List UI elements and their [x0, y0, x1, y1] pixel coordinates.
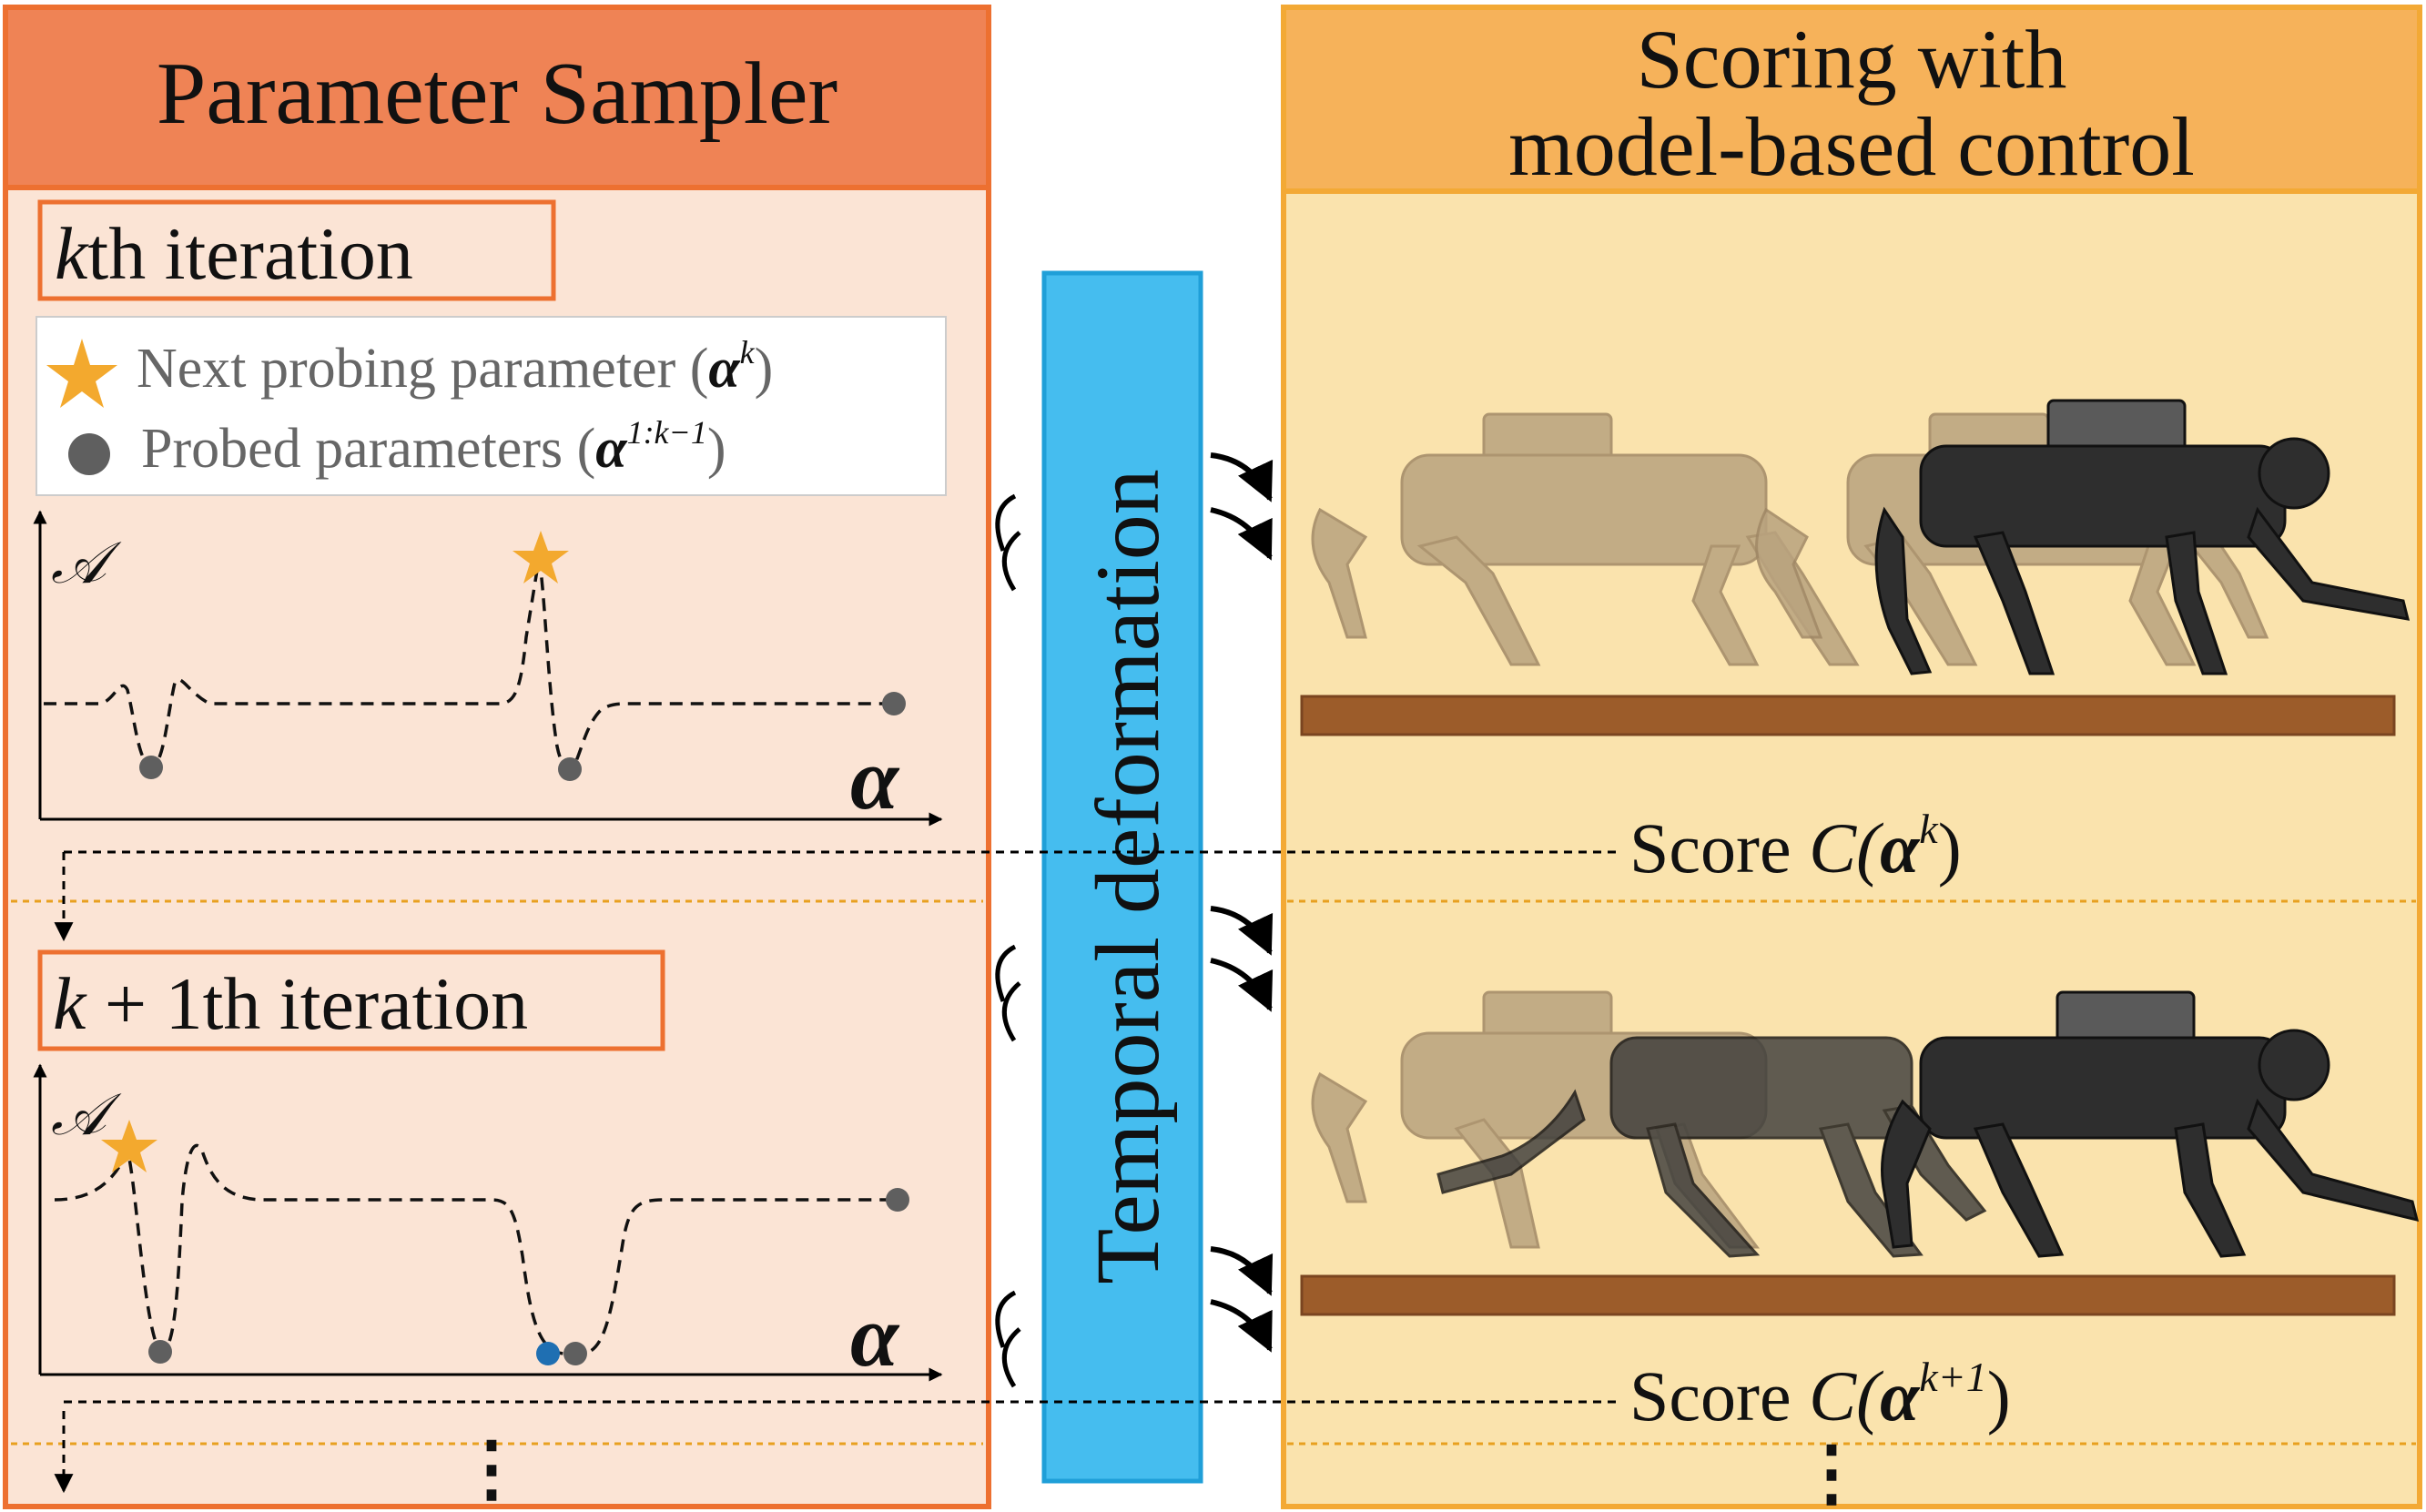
- outgoing-arrow-3a: [1210, 1246, 1274, 1296]
- outgoing-arrow-1a: [1210, 452, 1274, 502]
- incoming-arc-3a: [995, 1290, 1017, 1348]
- right-panel-title-line1: Scoring with: [1637, 13, 2067, 106]
- plot-k-x-label: α: [850, 730, 900, 827]
- right-panel-title-line2: model-based control: [1508, 100, 2195, 193]
- left-panel-body: [3, 5, 991, 1509]
- iteration-k1-label: k + 1th iteration: [53, 962, 528, 1045]
- ground-k1: [1300, 1274, 2396, 1316]
- probed-point-k-1: [139, 756, 163, 779]
- robot-dark-k: [1874, 399, 2411, 675]
- robot-dark-k1-b: [1881, 990, 2420, 1258]
- probed-point-k-2: [558, 757, 582, 781]
- scoring-panel: Scoring with model-based control: [64, 5, 2422, 1512]
- parameter-sampler-panel: Parameter Sampler kth iteration Next pro…: [3, 5, 991, 1509]
- iteration-k1-box: [37, 949, 665, 1051]
- left-panel-title-bar: [3, 5, 991, 190]
- probed-dot-icon: [68, 433, 110, 475]
- legend-next-text: Next probing parameter (αk): [137, 334, 773, 400]
- temporal-deformation-block: Temporal deformation: [995, 270, 1274, 1484]
- incoming-arc-1a: [995, 493, 1017, 552]
- outgoing-arrow-3b: [1210, 1299, 1273, 1353]
- iteration-k-box: [37, 199, 556, 301]
- incoming-arc-3b: [1001, 1327, 1021, 1388]
- score-k-label: Score C(αk): [1629, 806, 1962, 888]
- plot-k1-x-label: α: [850, 1287, 900, 1385]
- temporal-deformation-bar: [1041, 270, 1203, 1484]
- temporal-deformation-label: Temporal deformation: [1077, 469, 1178, 1284]
- probed-point-k1-new: [536, 1342, 560, 1365]
- robot-scene-k: [1300, 399, 2411, 736]
- iteration-k-label: kth iteration: [55, 212, 413, 295]
- left-ellipsis: ⋮: [455, 1429, 528, 1509]
- legend-probed-text: Probed parameters (α1:k−1): [141, 414, 726, 480]
- legend: Next probing parameter (αk) Probed param…: [36, 316, 947, 496]
- probed-point-k1-1: [148, 1340, 172, 1364]
- ground-k: [1300, 695, 2396, 736]
- left-panel-title: Parameter Sampler: [157, 45, 837, 143]
- outgoing-arrow-1b: [1210, 507, 1273, 561]
- robot-scene-k1: [1300, 990, 2420, 1316]
- probed-point-k-3: [882, 692, 906, 715]
- next-probing-star-k: [513, 531, 569, 583]
- legend-box: [36, 316, 947, 496]
- outgoing-arrow-2a: [1210, 906, 1274, 956]
- incoming-arc-2b: [1001, 981, 1021, 1042]
- incoming-arc-1b: [1001, 531, 1021, 592]
- score-k1-label: Score C(αk+1): [1629, 1354, 2011, 1436]
- star-icon: [46, 339, 117, 408]
- right-ellipsis: ⋮: [1795, 1434, 1868, 1512]
- right-panel-title-bar: [1281, 5, 2422, 194]
- probed-point-k1-3: [886, 1188, 909, 1212]
- incoming-arc-2a: [995, 944, 1017, 1002]
- outgoing-arrow-2b: [1210, 958, 1274, 1012]
- next-probing-star-k1: [101, 1120, 157, 1172]
- probed-point-k1-2: [563, 1342, 587, 1365]
- acquisition-curve-k1: [54, 1143, 898, 1355]
